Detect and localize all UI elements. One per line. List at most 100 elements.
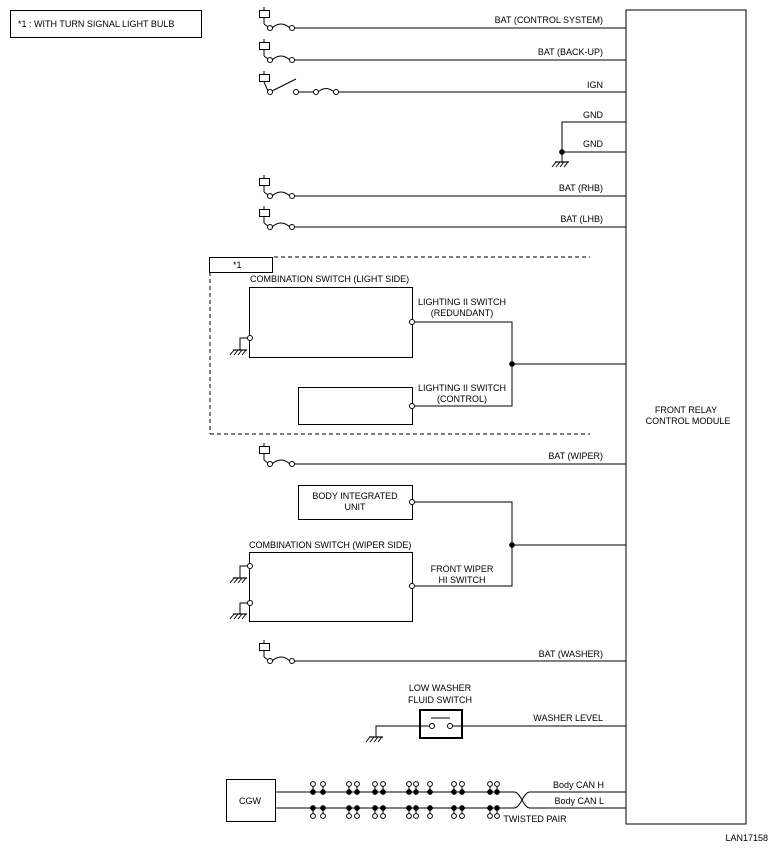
wiper-ground-1-hatch [229,577,235,584]
symbols [229,7,569,819]
bat-control-terminal-a [267,25,273,31]
washer-ground-hatch [373,736,379,743]
wiper-ground-2-hatch [233,613,239,620]
note-box [10,10,202,38]
bat-control-fuse-icon [259,10,270,18]
wiper-splice [509,542,515,548]
can-l-terminal [487,813,493,819]
ign-fuse-lead [263,81,269,92]
wiper-gnd2-wire [239,602,249,614]
twisted-pair-label: TWISTED PAIR [503,814,567,824]
can-l-terminal [413,813,419,819]
bat-washer-fuse-link [271,656,291,662]
labels: *1 : WITH TURN SIGNAL LIGHT BULB BAT (CO… [18,15,768,843]
bat-backup-fuse-lead [263,55,269,60]
can-l-terminal [451,813,457,819]
bat-rhb-terminal-b [289,193,295,199]
can-l-terminal [380,813,386,819]
label-ign: IGN [587,80,603,90]
gnd-splice [559,149,565,155]
label-can-h: Body CAN H [553,780,604,790]
wiper-switch-box [249,552,413,622]
washer-gnd-wire [375,725,432,737]
bat-rhb-terminal-a [267,193,273,199]
washer-switch-line2: FLUID SWITCH [408,695,472,705]
bat-wiper-fuse-icon [259,446,270,454]
ign-fuse-icon [259,74,270,82]
light-redundant-terminal [409,319,415,325]
can-l-terminal [427,813,433,819]
twisted-pair-symbol [513,791,531,809]
body-unit-terminal [409,499,415,505]
can-h-terminal [413,781,419,787]
washer-ground-hatch [369,736,375,743]
can-h-terminal [354,781,360,787]
can-h-terminal [310,781,316,787]
bat-washer-terminal-a [267,658,273,664]
bat-backup-fuse-icon [259,42,270,50]
can-l-terminal [354,813,360,819]
gnd-symbol-hatch [563,161,569,168]
light-ground-hatch [241,349,247,356]
marker-text: *1 [233,260,242,270]
bat-lhb-terminal-b [289,224,295,230]
light-control-terminal [409,403,415,409]
can-l-terminal [346,813,352,819]
washer-ground-hatch [377,736,383,743]
label-bat-lhb: BAT (LHB) [560,214,603,224]
light-gnd-wire [239,337,249,350]
light-ground-hatch [233,349,239,356]
wiper-hi-line2: HI SWITCH [439,575,486,585]
wiper-gnd1-terminal [247,563,253,569]
bat-control-terminal-b [289,25,295,31]
can-h-terminal [372,781,378,787]
can-h-terminal [406,781,412,787]
bat-rhb-fuse-icon [259,178,270,186]
label-gnd-2: GND [583,139,604,149]
cgw-label: CGW [239,796,262,806]
ign-terminal-a [267,89,273,95]
gnd-symbol-hatch [551,161,557,168]
note-text: *1 : WITH TURN SIGNAL LIGHT BULB [18,19,174,29]
ign-terminal-c [313,89,319,95]
wiper-gnd2-terminal [247,600,253,606]
wires [10,9,747,825]
washer-terminal-a [429,723,435,729]
can-l-terminal [459,813,465,819]
label-bat-washer: BAT (WASHER) [539,649,603,659]
can-h-terminal [459,781,465,787]
light-ground-hatch [237,349,243,356]
light-switch-title: COMBINATION SWITCH (LIGHT SIDE) [250,274,409,284]
body-unit-line1: BODY INTEGRATED [312,491,398,501]
ign-terminal-b [293,89,299,95]
label-bat-wiper: BAT (WIPER) [548,451,603,461]
can-h-terminal [427,781,433,787]
can-l-terminal [310,813,316,819]
bat-wiper-terminal-b [289,461,295,467]
bat-lhb-fuse-lead [263,222,269,227]
wiper-ground-1-hatch [241,577,247,584]
body-unit-line2: UNIT [345,502,366,512]
wiper-hi-line1: FRONT WIPER [431,564,494,574]
wiper-ground-2-hatch [241,613,247,620]
can-h-terminal [380,781,386,787]
can-l-terminal [320,813,326,819]
diagram-id: LAN17158 [725,833,768,843]
ign-switch-blade [271,78,297,92]
module-label-line2: CONTROL MODULE [646,416,731,426]
bat-lhb-fuse-link [271,222,291,228]
washer-switch-line1: LOW WASHER [409,683,472,693]
bat-control-fuse-link [271,23,291,29]
can-l-terminal [494,813,500,819]
wiper-hi-terminal [409,583,415,589]
light-redundant-line2: (REDUNDANT) [431,308,494,318]
wiper-ground-1-hatch [237,577,243,584]
light-redundant-line1: LIGHTING II SWITCH [418,297,506,307]
ign-terminal-d [333,89,339,95]
bat-washer-terminal-b [289,658,295,664]
can-h-terminal [346,781,352,787]
bat-rhb-fuse-lead [263,191,269,196]
wiper-ground-2-hatch [229,613,235,620]
